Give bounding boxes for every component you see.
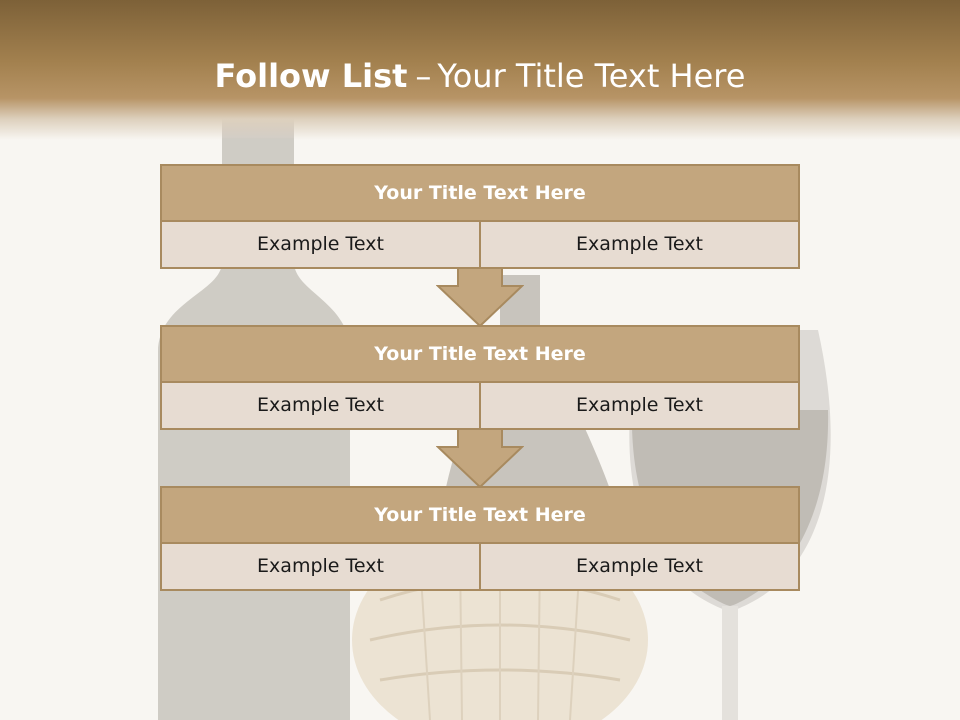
step-cell-right: Example Text bbox=[481, 383, 798, 428]
header-band bbox=[0, 0, 960, 140]
slide-title-bold: Follow List bbox=[214, 57, 408, 95]
step-cell-left: Example Text bbox=[162, 222, 481, 267]
step-box-1: Your Title Text Here Example Text Exampl… bbox=[160, 164, 800, 269]
step-title: Your Title Text Here bbox=[162, 327, 798, 383]
slide-title-rest: Your Title Text Here bbox=[437, 57, 746, 95]
step-title: Your Title Text Here bbox=[162, 488, 798, 544]
slide-title: Follow List–Your Title Text Here bbox=[0, 52, 960, 100]
step-box-3: Your Title Text Here Example Text Exampl… bbox=[160, 486, 800, 591]
step-cell-left: Example Text bbox=[162, 544, 481, 589]
step-row: Example Text Example Text bbox=[162, 383, 798, 428]
down-arrow-icon bbox=[436, 268, 524, 328]
step-cell-right: Example Text bbox=[481, 222, 798, 267]
step-row: Example Text Example Text bbox=[162, 222, 798, 267]
step-cell-right: Example Text bbox=[481, 544, 798, 589]
slide-title-separator: – bbox=[415, 57, 432, 95]
step-cell-left: Example Text bbox=[162, 383, 481, 428]
step-row: Example Text Example Text bbox=[162, 544, 798, 589]
down-arrow-icon bbox=[436, 429, 524, 489]
step-title: Your Title Text Here bbox=[162, 166, 798, 222]
step-box-2: Your Title Text Here Example Text Exampl… bbox=[160, 325, 800, 430]
